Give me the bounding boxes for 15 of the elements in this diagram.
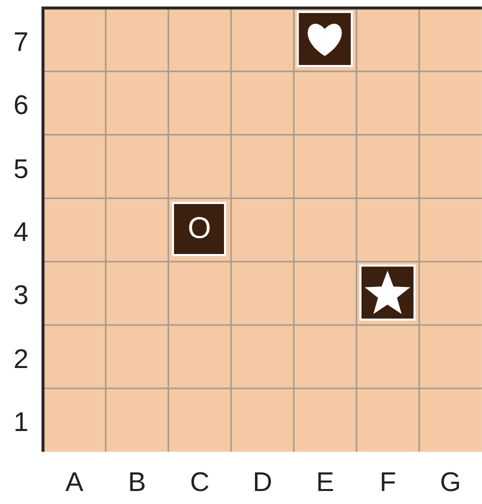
column-label: G <box>439 467 462 497</box>
column-label: E <box>315 467 336 497</box>
row-label: 3 <box>12 280 30 310</box>
row-label: 1 <box>12 407 30 438</box>
column-label: A <box>64 467 84 497</box>
row-label: 2 <box>12 344 30 374</box>
row-label: 6 <box>12 90 30 120</box>
row-label: 4 <box>12 216 30 247</box>
letter-tile: O <box>172 202 226 256</box>
column-label: D <box>252 467 274 497</box>
column-label: B <box>127 467 148 497</box>
row-label: 5 <box>12 154 30 184</box>
column-label: F <box>378 467 398 497</box>
row-label: 7 <box>12 26 30 57</box>
column-label: C <box>189 467 210 497</box>
